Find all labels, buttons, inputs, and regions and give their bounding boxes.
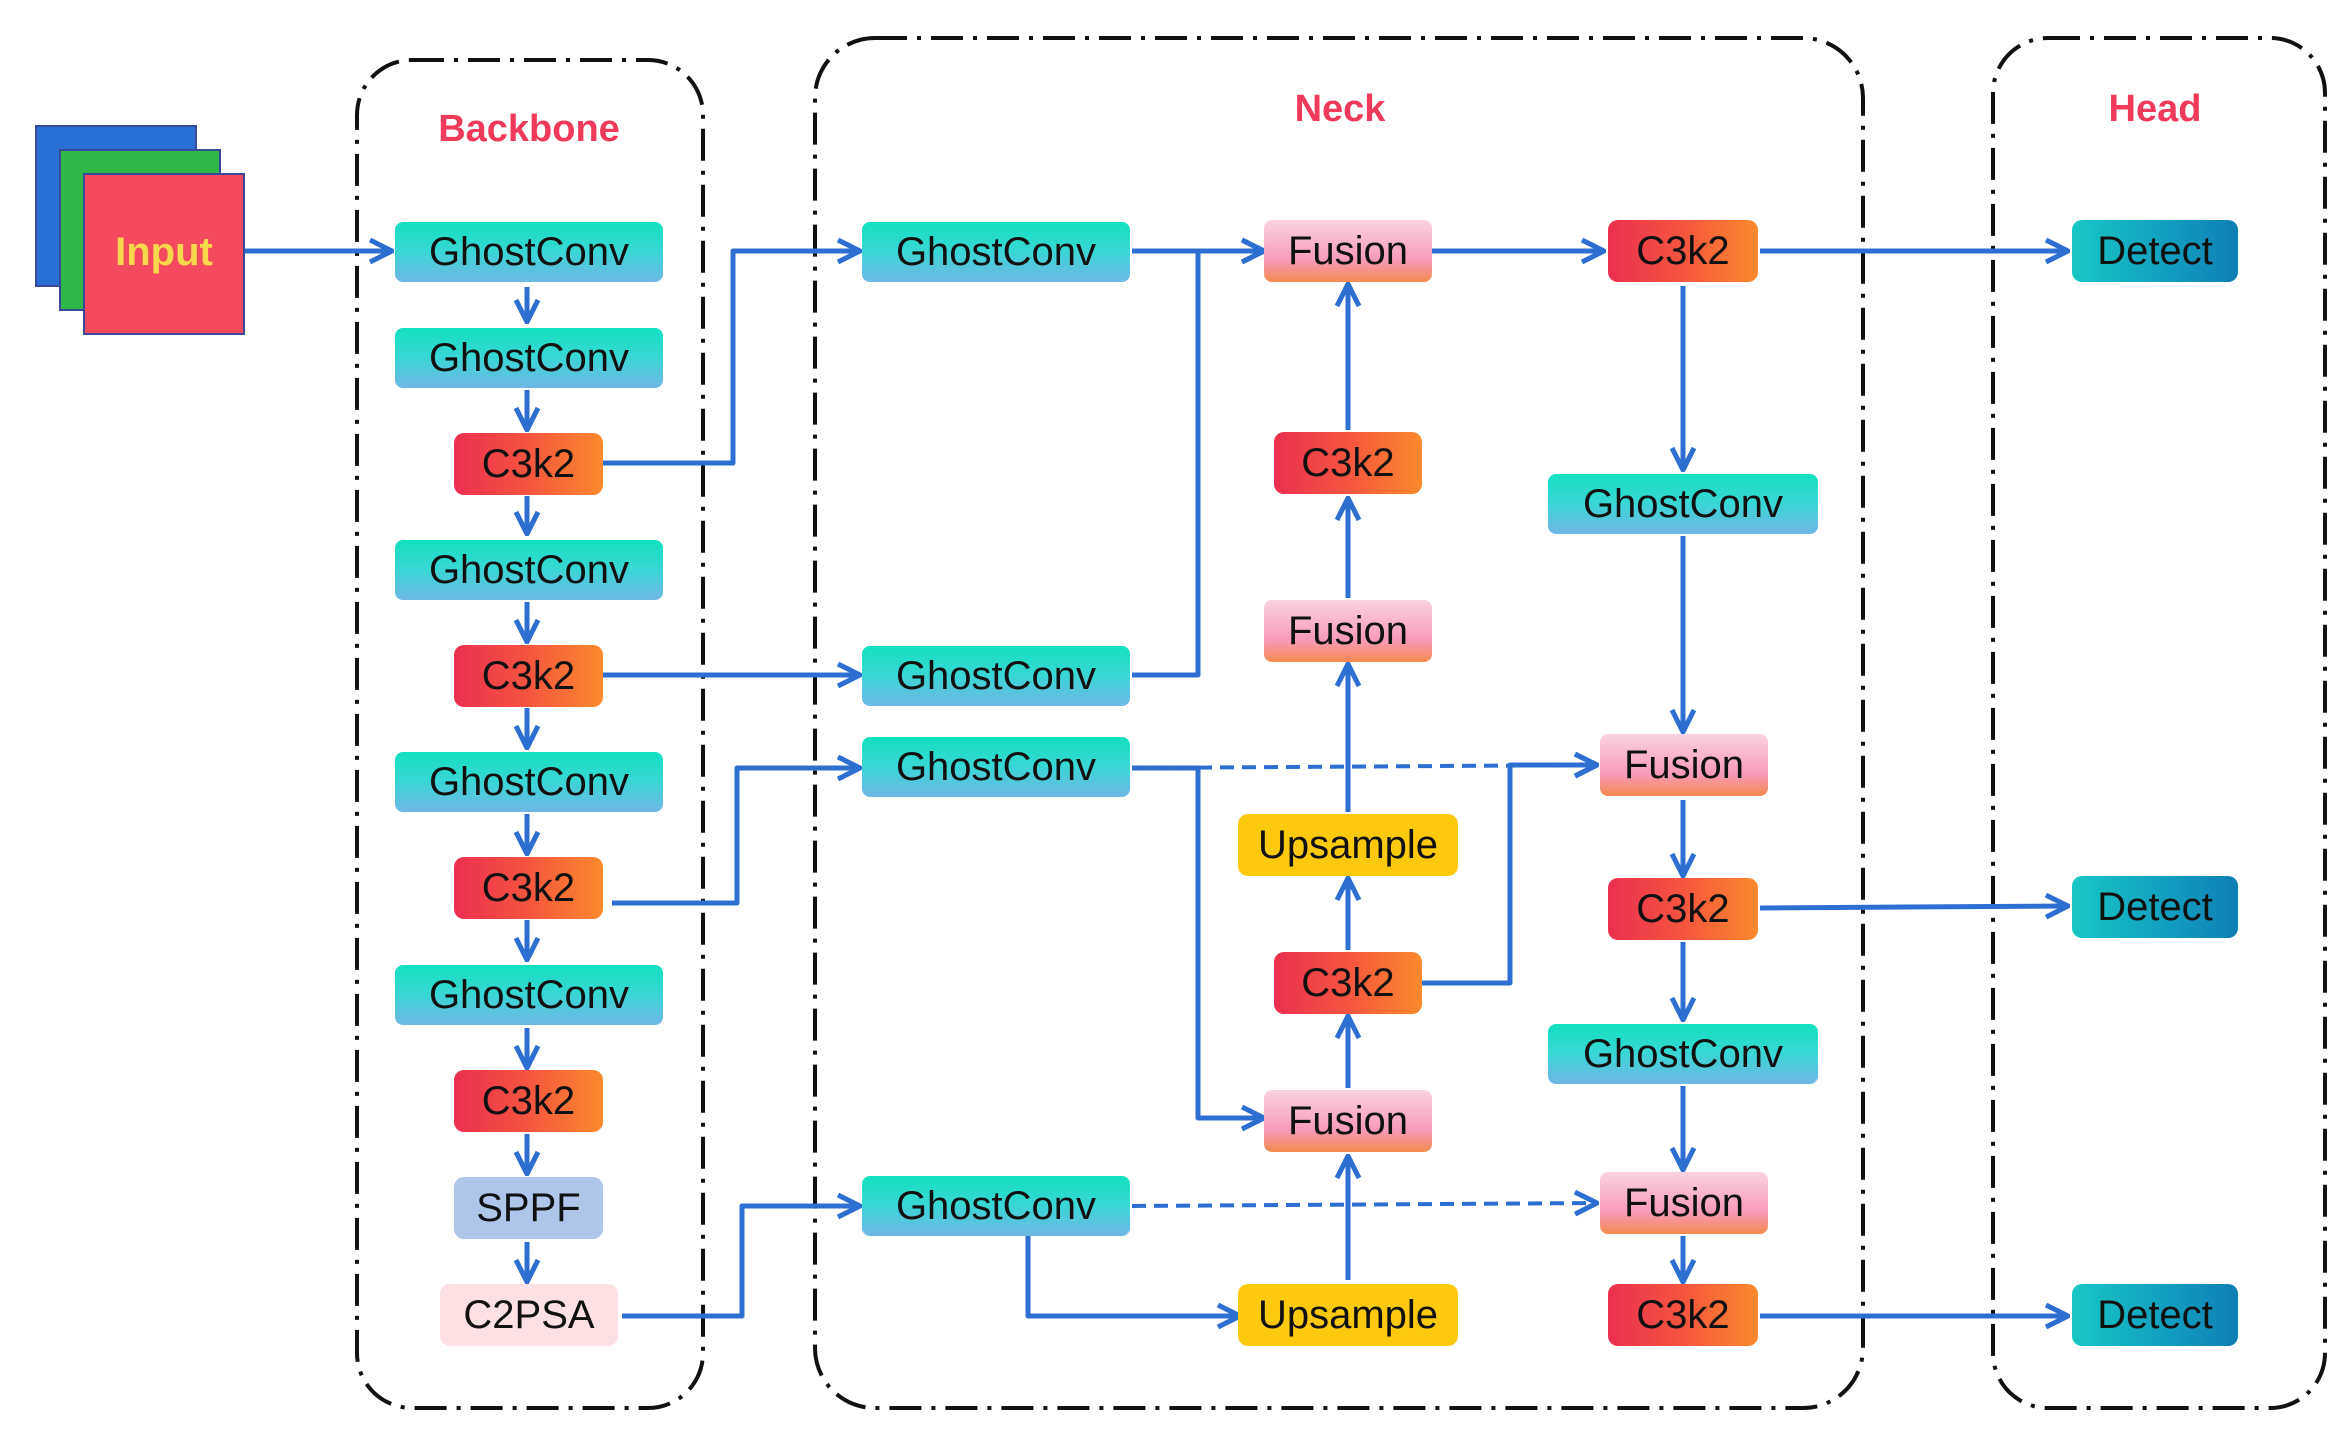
neck-c3k2-right-3: C3k2 <box>1608 1284 1758 1346</box>
neck-c3k2-right-1: C3k2 <box>1608 220 1758 282</box>
backbone-sppf: SPPF <box>454 1177 603 1239</box>
neck-title: Neck <box>1294 88 1386 130</box>
neck-c3k2-2: C3k2 <box>1274 952 1422 1014</box>
backbone-title: Backbone <box>438 108 620 150</box>
backbone-ghostconv-3: GhostConv <box>395 540 663 600</box>
backbone-c3k2-1: C3k2 <box>454 433 603 495</box>
neck-fusion-3: Fusion <box>1264 1090 1432 1152</box>
head-detect-2: Detect <box>2072 876 2238 938</box>
dashed-arrow-ng3-to-nr3 <box>1131 765 1597 768</box>
neck-fusion-1: Fusion <box>1264 220 1432 282</box>
dashed-arrow-ng4-to-nr6 <box>1131 1203 1597 1206</box>
backbone-c3k2-4: C3k2 <box>454 1070 603 1132</box>
neck-ghostconv-1: GhostConv <box>862 222 1130 282</box>
arrow-ng4-to-nu2 <box>1025 1236 1240 1316</box>
arrow-b7-to-ng3 <box>612 768 860 906</box>
neck-upsample-2: Upsample <box>1238 1284 1458 1346</box>
backbone-ghostconv-2: GhostConv <box>395 328 663 388</box>
neck-upsample-1: Upsample <box>1238 814 1458 876</box>
arrow-nr4-to-d2 <box>1759 906 2068 908</box>
backbone-ghostconv-4: GhostConv <box>395 752 663 812</box>
neck-ghostconv-4: GhostConv <box>862 1176 1130 1236</box>
input-layer-front <box>83 173 245 335</box>
neck-c3k2-right-2: C3k2 <box>1608 878 1758 940</box>
neck-ghostconv-right-2: GhostConv <box>1548 1024 1818 1084</box>
neck-ghostconv-2: GhostConv <box>862 646 1130 706</box>
head-title: Head <box>2108 88 2202 130</box>
backbone-c2psa: C2PSA <box>440 1284 618 1346</box>
head-detect-1: Detect <box>2072 220 2238 282</box>
head-detect-3: Detect <box>2072 1284 2238 1346</box>
neck-ghostconv-right-1: GhostConv <box>1548 474 1818 534</box>
backbone-ghostconv-1: GhostConv <box>395 222 663 282</box>
neck-c3k2-1: C3k2 <box>1274 432 1422 494</box>
backbone-section-border <box>355 58 705 1410</box>
neck-fusion-2: Fusion <box>1264 600 1432 662</box>
input-label: Input <box>115 230 213 274</box>
arrow-b11-to-ng4 <box>622 1206 860 1319</box>
backbone-c3k2-3: C3k2 <box>454 857 603 919</box>
head-section-border <box>1991 36 2327 1410</box>
backbone-c3k2-2: C3k2 <box>454 645 603 707</box>
backbone-ghostconv-5: GhostConv <box>395 965 663 1025</box>
neck-ghostconv-3: GhostConv <box>862 737 1130 797</box>
arrow-ng2-to-nf1 <box>1132 251 1264 678</box>
neck-fusion-right-2: Fusion <box>1600 1172 1768 1234</box>
neck-section-border <box>813 36 1865 1410</box>
neck-fusion-right-1: Fusion <box>1600 734 1768 796</box>
input-block: Input <box>35 125 247 335</box>
arrow-b3-to-ng1 <box>603 251 860 466</box>
